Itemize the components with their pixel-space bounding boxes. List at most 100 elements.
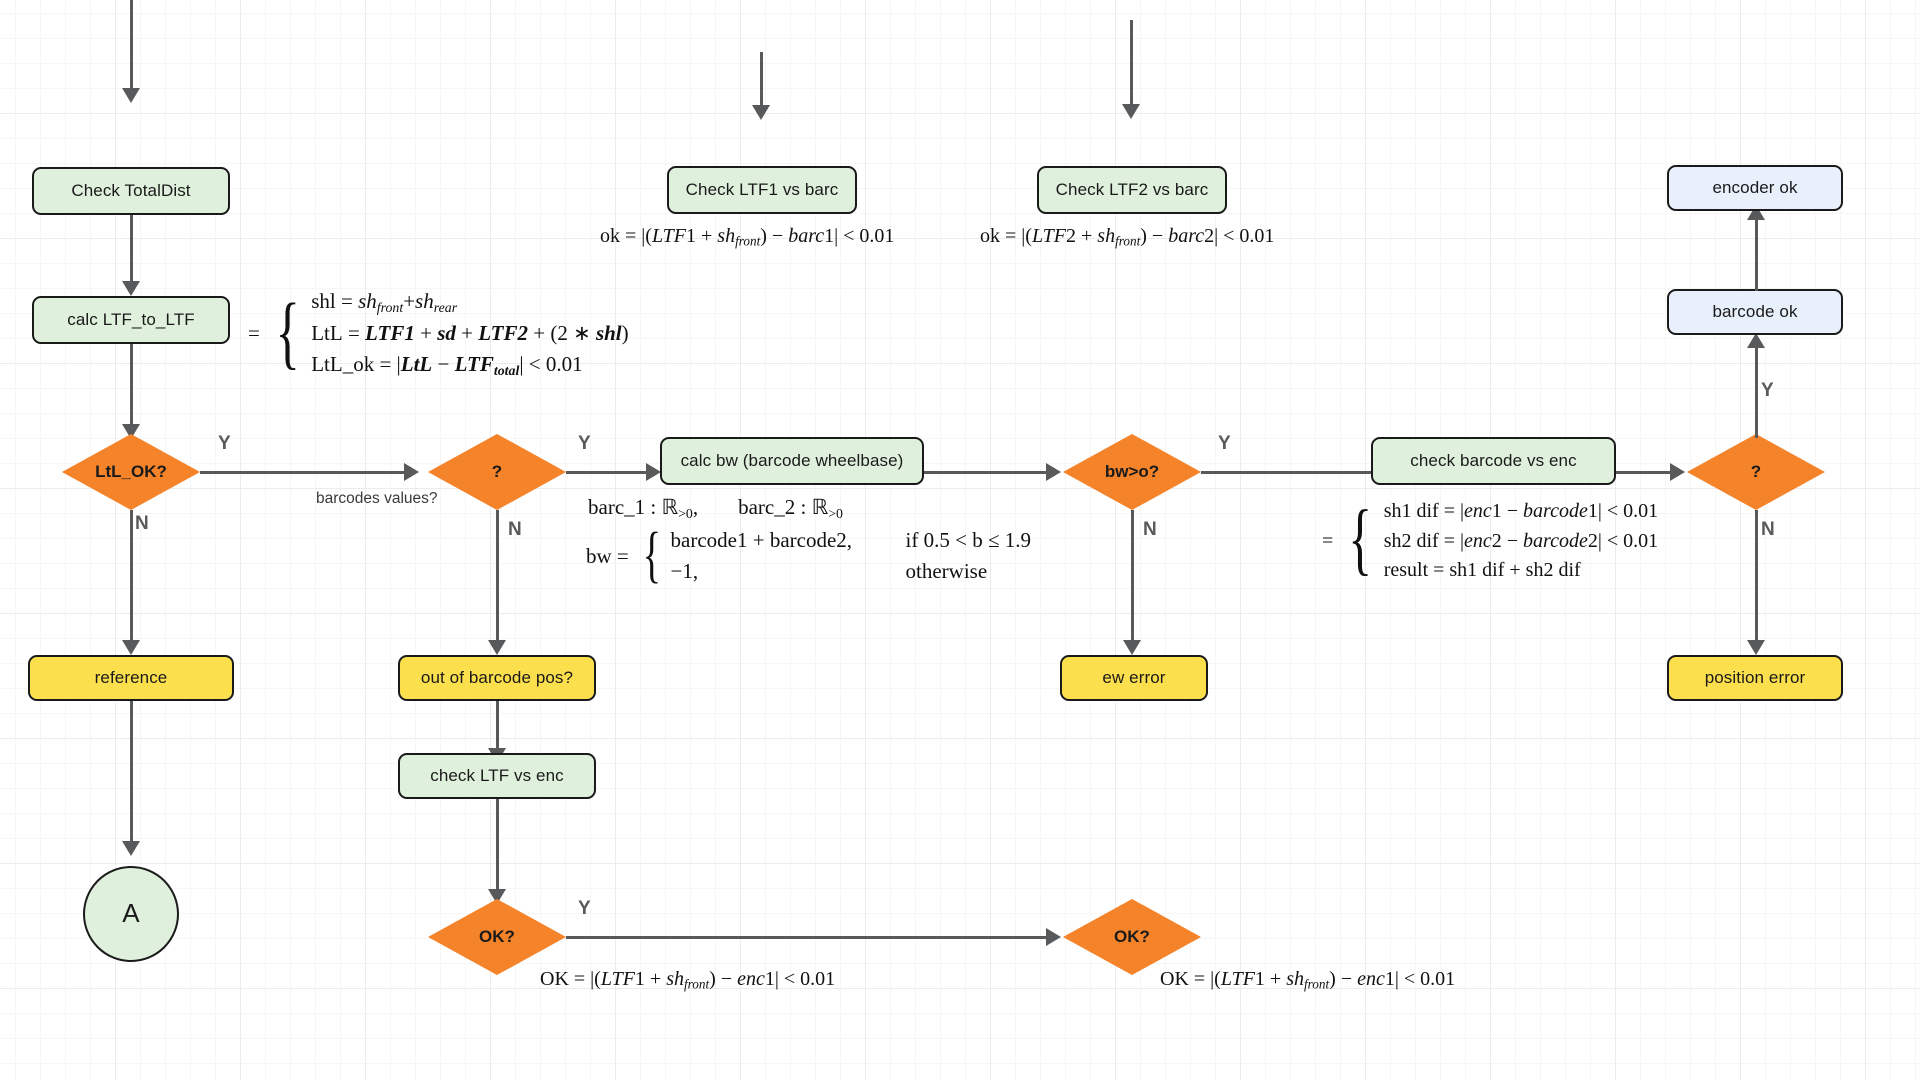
node-reference-label: reference	[94, 668, 168, 688]
formula-barcode-vs-enc: = { sh1 dif = |enc1 − barcode1| < 0.01 s…	[1322, 497, 1658, 586]
edge-label-bw-yes: Y	[1218, 433, 1231, 454]
edge-calcltf-to-ltlok	[130, 344, 133, 429]
brace-icon: {	[642, 521, 661, 590]
node-check-totaldist[interactable]: Check TotalDist	[32, 167, 230, 215]
formula-bw-lhs: bw =	[586, 543, 629, 568]
edge-barcodes-to-outofpos	[496, 510, 499, 645]
diamond-shape-ok-left	[428, 899, 566, 975]
node-connector-a[interactable]: A	[83, 866, 179, 962]
node-ltl-ok[interactable]: LtL_OK?	[62, 434, 200, 510]
node-check-ltf2-vs-barc-label: Check LTF2 vs barc	[1055, 180, 1209, 200]
edge-bwgto-to-ewerror	[1131, 510, 1134, 645]
arrowhead-check-ltf1	[752, 105, 770, 120]
node-ew-error[interactable]: ew error	[1060, 655, 1208, 701]
arrowhead-ltlok	[122, 424, 140, 439]
node-calc-ltf-to-ltf[interactable]: calc LTF_to_LTF	[32, 296, 230, 344]
node-position-error[interactable]: position error	[1667, 655, 1843, 701]
edge-barcodes-to-calcbw	[566, 471, 654, 474]
edge-reference-to-connector	[130, 701, 133, 846]
edge-into-check-ltf1	[760, 52, 763, 110]
arrowhead-barcode-ok	[1747, 333, 1765, 348]
diamond-shape-barcodes-question	[428, 434, 566, 510]
arrowhead-calcbw	[646, 463, 661, 481]
formula-barc2-domain: barc_2 : ℝ>0	[738, 495, 843, 521]
edge-ltlok-to-barcodes-question	[200, 471, 412, 474]
formula-barc1-domain: barc_1 : ℝ>0,	[588, 495, 699, 521]
edge-barcodeok-to-encoderok	[1755, 215, 1758, 291]
formula-bw-row-1: barcode1 + barcode2,if 0.5 < b ≤ 1.9	[670, 528, 1031, 552]
node-calc-bw-label: calc bw (barcode wheelbase)	[680, 451, 904, 471]
edge-label-right-yes: Y	[1761, 380, 1774, 401]
node-connector-a-label: A	[122, 898, 140, 929]
arrowhead-bw-gt-o	[1046, 463, 1061, 481]
formula-ltf-row-2: LtL = LTF1 + sd + LTF2 + (2 ∗ shl)	[311, 321, 629, 346]
arrowhead-barcodes-question	[404, 463, 419, 481]
formula-ok-left: OK = |(LTF1 + shfront) − enc1| < 0.01	[540, 968, 836, 992]
arrowhead-right-question	[1670, 463, 1685, 481]
formula-ok-right: OK = |(LTF1 + shfront) − enc1| < 0.01	[1160, 968, 1456, 992]
edge-label-barcodes-no: N	[508, 519, 522, 540]
diamond-shape-ltl-ok	[62, 434, 200, 510]
edge-rightquestion-to-barcodeok	[1755, 343, 1758, 438]
node-calc-ltf-to-ltf-label: calc LTF_to_LTF	[67, 310, 195, 330]
brace-icon: {	[275, 285, 300, 377]
formula-ltf-to-ltf: = { shl = shfront+shrear LtL = LTF1 + sd…	[248, 286, 629, 382]
diamond-shape-bw-gt-o	[1063, 434, 1201, 510]
formula-bw-row-2: −1,otherwise	[670, 559, 988, 584]
node-check-ltf2-vs-barc[interactable]: Check LTF2 vs barc	[1037, 166, 1227, 214]
node-ok-left[interactable]: OK?	[428, 899, 566, 975]
arrowhead-out-of-barcode-pos	[488, 640, 506, 655]
edge-into-check-totaldist	[130, 0, 133, 90]
node-check-barcode-vs-enc-label: check barcode vs enc	[1410, 451, 1577, 471]
edge-outofpos-to-checkltfenc	[496, 701, 499, 753]
node-right-question[interactable]: ?	[1687, 434, 1825, 510]
node-out-of-barcode-pos[interactable]: out of barcode pos?	[398, 655, 596, 701]
formula-barcode-enc-row-3: result = sh1 dif + sh2 dif	[1383, 559, 1581, 582]
formula-bw-cases: bw = { barcode1 + barcode2,if 0.5 < b ≤ …	[586, 521, 1031, 590]
diamond-shape-right-question	[1687, 434, 1825, 510]
arrowhead-ok-right	[1046, 928, 1061, 946]
node-ok-right[interactable]: OK?	[1063, 899, 1201, 975]
edge-totaldist-to-calcltf	[130, 215, 133, 285]
node-check-ltf-vs-enc-label: check LTF vs enc	[430, 766, 564, 786]
edge-label-ltl-yes: Y	[218, 433, 231, 454]
node-calc-bw[interactable]: calc bw (barcode wheelbase)	[660, 437, 924, 485]
edge-ltlok-to-reference	[130, 510, 133, 645]
arrowhead-reference	[122, 640, 140, 655]
edge-note-barcodes-values: barcodes values?	[316, 490, 438, 507]
arrowhead-connector-a	[122, 841, 140, 856]
formula-barcode-enc-row-2: sh2 dif = |enc2 − barcode2| < 0.01	[1383, 529, 1659, 552]
node-ew-error-label: ew error	[1102, 668, 1166, 688]
node-check-totaldist-label: Check TotalDist	[71, 181, 191, 201]
node-barcodes-question[interactable]: ?	[428, 434, 566, 510]
edge-calcbw-to-bwgto	[924, 471, 1054, 474]
arrowhead-into-check-totaldist	[122, 88, 140, 103]
arrowhead-ew-error	[1123, 640, 1141, 655]
formula-barcode-enc-row-1: sh1 dif = |enc1 − barcode1| < 0.01	[1383, 500, 1659, 522]
diamond-shape-ok-right	[1063, 899, 1201, 975]
edge-label-ok-left-yes: Y	[578, 898, 591, 919]
edge-bwgto-to-checkbarcodeenc	[1201, 471, 1371, 474]
edge-okleft-to-okright	[566, 936, 1054, 939]
node-barcode-ok-label: barcode ok	[1712, 302, 1798, 322]
node-position-error-label: position error	[1704, 668, 1806, 688]
arrowhead-position-error	[1747, 640, 1765, 655]
edge-checkltfenc-to-okleft	[496, 799, 499, 894]
node-barcode-ok[interactable]: barcode ok	[1667, 289, 1843, 335]
edge-into-check-ltf2	[1130, 20, 1133, 108]
node-encoder-ok-label: encoder ok	[1712, 178, 1798, 198]
arrowhead-calcltf	[122, 281, 140, 296]
node-out-of-barcode-pos-label: out of barcode pos?	[420, 668, 574, 688]
node-check-ltf-vs-enc[interactable]: check LTF vs enc	[398, 753, 596, 799]
node-bw-gt-o[interactable]: bw>o?	[1063, 434, 1201, 510]
node-check-ltf1-vs-barc[interactable]: Check LTF1 vs barc	[667, 166, 857, 214]
arrowhead-check-ltf2	[1122, 104, 1140, 119]
edge-label-ltl-no: N	[135, 513, 149, 534]
node-check-barcode-vs-enc[interactable]: check barcode vs enc	[1371, 437, 1616, 485]
formula-barcode-enc-eq: =	[1322, 529, 1334, 552]
node-encoder-ok[interactable]: encoder ok	[1667, 165, 1843, 211]
node-check-ltf1-vs-barc-label: Check LTF1 vs barc	[685, 180, 839, 200]
node-reference[interactable]: reference	[28, 655, 234, 701]
edge-checkbarcodeenc-to-rightquestion	[1616, 471, 1678, 474]
